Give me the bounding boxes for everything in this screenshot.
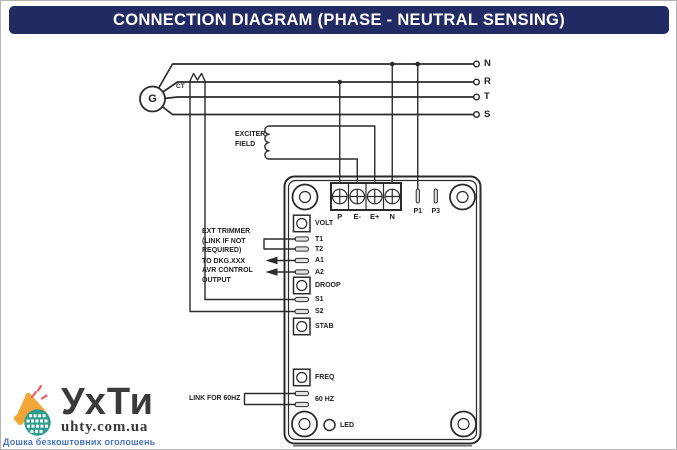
wire-s-line xyxy=(161,106,474,116)
mounting-hole xyxy=(291,183,319,211)
terminal-label-stab: STAB xyxy=(315,323,334,330)
page-title: CONNECTION DIAGRAM (PHASE - NEUTRAL SENS… xyxy=(9,6,669,34)
power-terminal-block xyxy=(330,182,402,211)
freq-trimmer xyxy=(292,368,311,387)
generator-symbol xyxy=(139,85,166,113)
terminal-label-s2: S2 xyxy=(315,308,324,315)
line-terminal-r: R xyxy=(484,76,491,88)
generator-label: G xyxy=(148,92,157,105)
wire-r-line xyxy=(162,81,474,93)
line-terminal-s: S xyxy=(484,108,491,120)
ext-trimmer-note: EXT TRIMMER (LINK IF NOT REQUIRED) xyxy=(202,228,251,255)
avr-box xyxy=(283,175,482,447)
wires xyxy=(157,61,474,313)
ct-label: CT xyxy=(176,82,185,90)
led-indicator xyxy=(323,418,336,432)
avr-control-note: TO DKG.XXX AVR CONTROL OUTPUT xyxy=(202,257,253,284)
a2-terminal-mark xyxy=(294,269,309,275)
led-label: LED xyxy=(340,421,354,429)
terminal-label-droop: DROOP xyxy=(315,282,341,289)
wire-t-line xyxy=(164,96,474,100)
terminal-label-p1: P1 xyxy=(413,207,423,215)
line-terminal-t: T xyxy=(484,91,490,103)
terminal-label-p: P xyxy=(337,211,343,221)
t2-terminal-mark xyxy=(294,246,309,252)
t1-terminal-mark xyxy=(294,236,309,242)
screw-terminal-n xyxy=(384,188,401,205)
sound-lines-icon xyxy=(30,384,48,400)
terminal-label-60hz: 60 HZ xyxy=(315,395,335,403)
a2-arrow-icon xyxy=(265,268,278,276)
wire-n-line xyxy=(157,63,474,89)
junction-dot xyxy=(415,61,421,67)
screw-terminal-eplus xyxy=(366,188,383,205)
exciter-field-label: EXCITER FIELD xyxy=(235,131,266,148)
terminal-label-s1: S1 xyxy=(315,296,324,303)
terminal-label-a2: A2 xyxy=(315,268,324,276)
ct-symbol xyxy=(188,72,207,83)
wire-ct-to-s2 xyxy=(189,82,296,313)
terminal-label-volt: VOLT xyxy=(315,220,334,227)
s1-terminal-mark xyxy=(294,296,309,303)
terminal-label-eplus: E+ xyxy=(370,211,380,221)
wire-ct-to-s1 xyxy=(204,82,296,301)
p3-terminal-mark xyxy=(433,188,438,204)
link-60hz-note: LINK FOR 60HZ xyxy=(189,394,241,402)
junction-dot xyxy=(337,79,343,85)
stab-trimmer xyxy=(292,317,311,336)
a1-terminal-mark xyxy=(294,257,309,264)
watermark-brand: УхТи xyxy=(61,381,154,423)
mounting-hole xyxy=(449,183,476,211)
screw-terminal-p xyxy=(331,188,348,205)
terminal-label-freq: FREQ xyxy=(315,374,335,381)
watermark-logo xyxy=(13,384,51,436)
junction-dot xyxy=(389,61,395,67)
line-terminal-n: N xyxy=(484,58,491,70)
wire-coil-top-to-eplus xyxy=(269,125,376,185)
mounting-hole xyxy=(291,410,318,438)
terminal-label-t2: T2 xyxy=(315,245,324,253)
terminal-label-n: N xyxy=(389,211,395,221)
mounting-holes xyxy=(291,183,477,438)
volt-trimmer xyxy=(292,214,311,233)
droop-trimmer xyxy=(292,276,311,295)
p1-terminal-mark xyxy=(415,188,420,204)
exciter-coil-symbol xyxy=(264,125,270,160)
wire-coil-bottom-to-eminus xyxy=(269,158,358,185)
s2-terminal-mark xyxy=(294,308,309,315)
screw-terminal-eminus xyxy=(349,188,366,205)
terminal-label-eminus: E- xyxy=(353,211,362,221)
terminal-label-a1: A1 xyxy=(315,257,324,264)
watermark-site: uhty.com.ua xyxy=(61,419,149,435)
60hz-terminal-mark xyxy=(294,401,309,408)
terminal-label-t1: T1 xyxy=(315,235,324,243)
globe-icon xyxy=(24,409,51,436)
line-end-terminals xyxy=(473,60,481,118)
terminal-label-p3: P3 xyxy=(431,207,441,215)
mounting-hole xyxy=(450,410,477,438)
60hz-terminal-mark xyxy=(294,390,309,397)
a1-arrow-icon xyxy=(265,256,278,265)
watermark-tagline: Дошка безкоштовних оголошень xyxy=(3,436,156,447)
t1-t2-link xyxy=(263,238,296,250)
60hz-link xyxy=(243,392,296,406)
